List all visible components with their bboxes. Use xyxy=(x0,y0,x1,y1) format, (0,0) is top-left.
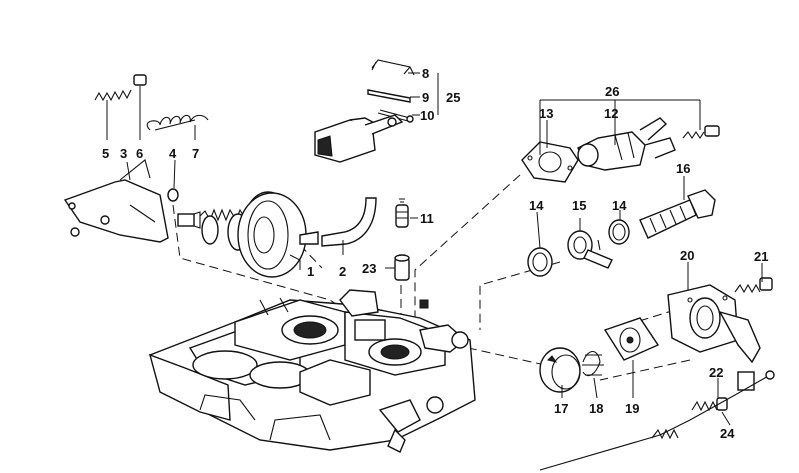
part-16-hollow-bolt xyxy=(639,189,716,239)
callout-11: 11 xyxy=(420,211,434,226)
carburetor-body xyxy=(148,289,476,453)
part-2-hose xyxy=(321,197,377,247)
callout-5: 5 xyxy=(102,146,109,161)
part-21-screw xyxy=(734,277,773,294)
part-5-spring xyxy=(94,89,132,102)
part-15-banjo-fitting xyxy=(567,230,613,269)
part-7-spring xyxy=(146,114,209,131)
part-12-thermostart xyxy=(577,117,676,171)
callout-1: 1 xyxy=(307,264,314,279)
callout-21: 21 xyxy=(754,249,768,264)
part-13-gasket xyxy=(521,141,579,183)
part-24-cable xyxy=(539,370,775,471)
callout-12: 12 xyxy=(604,106,618,121)
callout-14-right: 14 xyxy=(612,198,627,213)
part-17-cover xyxy=(539,347,581,393)
part-18-spring xyxy=(582,350,604,377)
callout-23: 23 xyxy=(362,261,376,276)
part-8-clip xyxy=(371,59,415,76)
callout-20: 20 xyxy=(680,248,694,263)
callout-labels: 1 2 3 4 5 6 7 8 9 10 11 12 13 14 14 15 1… xyxy=(102,66,768,441)
part-25-actuator xyxy=(314,114,404,163)
callout-14-left: 14 xyxy=(529,198,544,213)
callout-15: 15 xyxy=(572,198,586,213)
callout-18: 18 xyxy=(589,401,603,416)
callout-17: 17 xyxy=(554,401,568,416)
part-14-seal-ring-left xyxy=(527,247,553,277)
part-1-vacuum-unit xyxy=(177,191,319,278)
part-23-plug xyxy=(394,254,410,281)
part-20-housing xyxy=(667,284,761,391)
callout-22: 22 xyxy=(709,365,723,380)
callout-24: 24 xyxy=(720,426,735,441)
callout-16: 16 xyxy=(676,161,690,176)
callout-19: 19 xyxy=(625,401,639,416)
callout-2: 2 xyxy=(339,264,346,279)
callout-3: 3 xyxy=(120,146,127,161)
part-9-pin xyxy=(367,89,411,103)
part-3-bracket xyxy=(63,159,169,243)
part-19-diaphragm xyxy=(603,317,660,361)
callout-25: 25 xyxy=(446,90,460,105)
callout-6: 6 xyxy=(136,146,143,161)
callout-7: 7 xyxy=(192,146,199,161)
callout-26: 26 xyxy=(605,84,619,99)
part-4-bushing xyxy=(167,159,179,202)
part-14-seal-ring-right xyxy=(608,219,630,245)
callout-4: 4 xyxy=(169,146,177,161)
part-10-pin xyxy=(377,109,414,123)
callout-10: 10 xyxy=(420,108,434,123)
callout-9: 9 xyxy=(422,90,429,105)
part-26-screw xyxy=(682,125,720,139)
callout-8: 8 xyxy=(422,66,429,81)
leader-lines xyxy=(106,72,763,426)
part-6-nut xyxy=(133,74,147,86)
part-11-valve xyxy=(395,198,409,228)
callout-13: 13 xyxy=(539,106,553,121)
part-22-spring xyxy=(691,397,728,412)
